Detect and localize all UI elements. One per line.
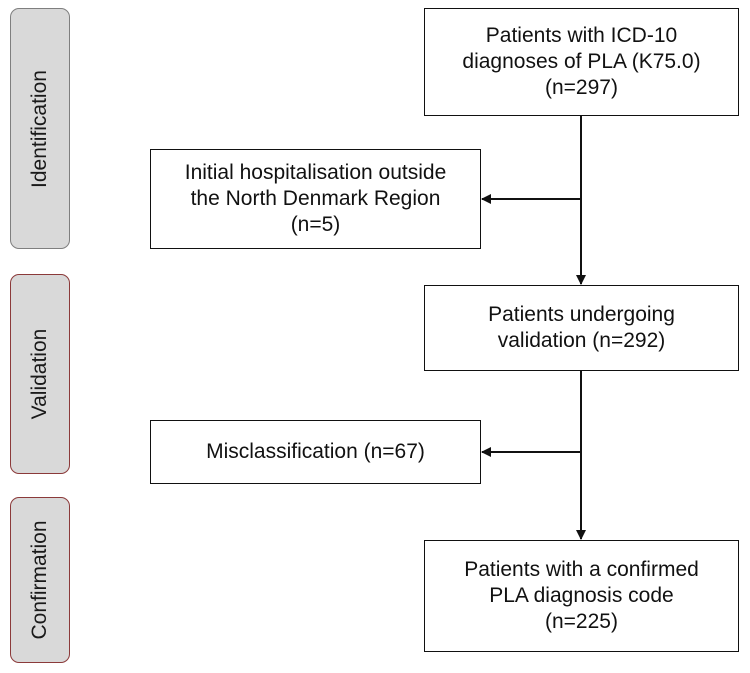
phase-validation: Validation bbox=[10, 274, 70, 474]
box-misclassification-text: Misclassification (n=67) bbox=[206, 440, 425, 463]
box-outside-region-text: Initial hospitalisation outside the Nort… bbox=[184, 161, 447, 236]
phase-validation-label: Validation bbox=[28, 328, 51, 420]
box-confirmed-patients-text: Patients with a confirmed PLA diagnosis … bbox=[464, 558, 699, 633]
box-outside-region: Initial hospitalisation outside the Nort… bbox=[150, 149, 481, 249]
phase-confirmation-label: Confirmation bbox=[28, 520, 51, 640]
phase-identification-label: Identification bbox=[28, 69, 51, 188]
box-confirmed-patients: Patients with a confirmed PLA diagnosis … bbox=[424, 540, 739, 652]
phase-identification: Identification bbox=[10, 8, 70, 249]
box-validation-patients-text: Patients undergoing validation (n=292) bbox=[488, 303, 675, 352]
box-misclassification: Misclassification (n=67) bbox=[150, 420, 481, 484]
phase-confirmation: Confirmation bbox=[10, 497, 70, 663]
box-icd10-patients-text: Patients with ICD-10 diagnoses of PLA (K… bbox=[462, 24, 701, 99]
box-icd10-patients: Patients with ICD-10 diagnoses of PLA (K… bbox=[424, 8, 739, 116]
box-validation-patients: Patients undergoing validation (n=292) bbox=[424, 285, 739, 371]
